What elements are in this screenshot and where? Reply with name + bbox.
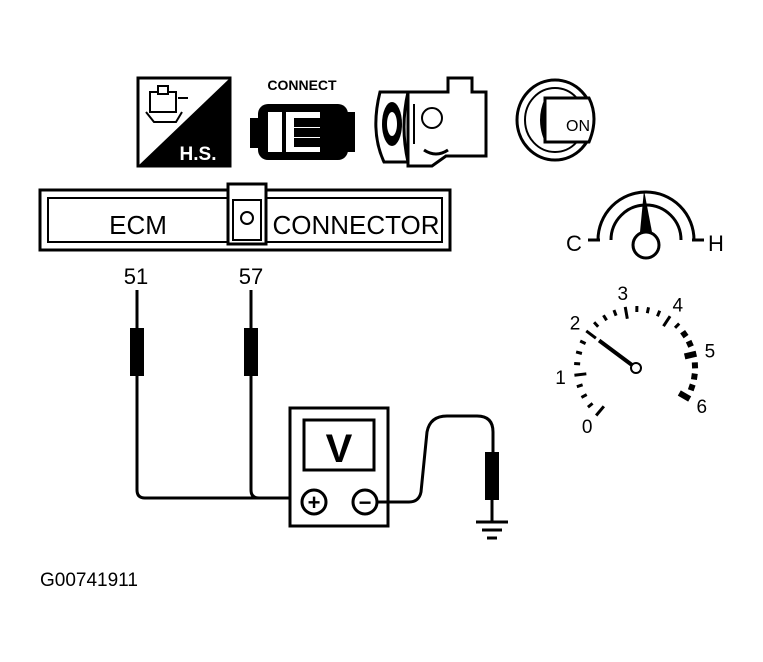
ecm-label: ECM [109, 210, 167, 240]
tach-minor-tick [673, 322, 681, 329]
probe-lead-57 [244, 290, 260, 500]
plus-symbol: + [308, 490, 321, 515]
tach-major-tick [585, 329, 597, 340]
tach-label-3: 3 [618, 284, 629, 305]
tach-label-2: 2 [570, 314, 581, 335]
tach-label-1: 1 [555, 368, 566, 389]
tach-minor-tick [680, 329, 689, 339]
tach-major-tick [683, 350, 698, 360]
tach-minor-tick [580, 393, 588, 399]
tach-minor-tick [575, 350, 583, 355]
tach-major-tick [662, 315, 672, 328]
ecm-connector: ECM CONNECTOR [38, 182, 452, 252]
ground-lead [377, 414, 499, 522]
tach-label-0: 0 [582, 417, 593, 438]
tach-minor-tick [612, 309, 618, 317]
tach-minor-tick [586, 402, 594, 409]
connect-label: CONNECT [267, 77, 337, 93]
voltmeter-display: V [326, 427, 353, 471]
tach-label-4: 4 [672, 296, 683, 317]
tach-major-tick [677, 390, 692, 402]
tachometer: 0 1 2 3 4 5 6 [555, 284, 715, 438]
tach-major-tick [574, 372, 587, 377]
tach-minor-tick [576, 383, 584, 389]
temp-needle [640, 190, 652, 232]
pin-51-label: 51 [124, 264, 148, 289]
tach-minor-tick [593, 321, 600, 328]
temperature-gauge: C H [566, 190, 724, 260]
tach-minor-tick [690, 373, 698, 380]
engine-sensor-icon [374, 76, 488, 168]
tach-minor-tick [687, 383, 696, 392]
tach-minor-tick [685, 339, 694, 348]
tach-major-tick [594, 405, 606, 417]
ground-icon [476, 520, 508, 540]
tach-minor-tick [602, 314, 608, 322]
hs-label: H.S. [180, 144, 217, 165]
connector-label: CONNECTOR [272, 210, 439, 240]
connector-icon: CONNECT [250, 77, 355, 160]
figure-code: G00741911 [40, 570, 138, 591]
hood-service-icon: H.S. [136, 76, 232, 168]
voltmeter: V + − [288, 406, 390, 528]
ignition-on-icon: ON [515, 78, 596, 162]
cold-label: C [566, 231, 582, 256]
tach-needle-hub [630, 362, 642, 374]
tach-label-5: 5 [705, 341, 716, 362]
pin-57-label: 57 [239, 264, 263, 289]
tach-label-6: 6 [697, 397, 708, 418]
tach-minor-tick [579, 339, 587, 345]
plus-terminal [300, 488, 328, 516]
tach-minor-tick [656, 310, 662, 317]
probe-lead-51 [130, 290, 295, 500]
hot-label: H [708, 231, 724, 256]
ignition-on-label: ON [566, 118, 590, 135]
tach-minor-tick [645, 306, 651, 314]
tach-major-tick [623, 306, 629, 320]
minus-symbol: − [359, 490, 372, 515]
tach-needle [597, 338, 638, 370]
